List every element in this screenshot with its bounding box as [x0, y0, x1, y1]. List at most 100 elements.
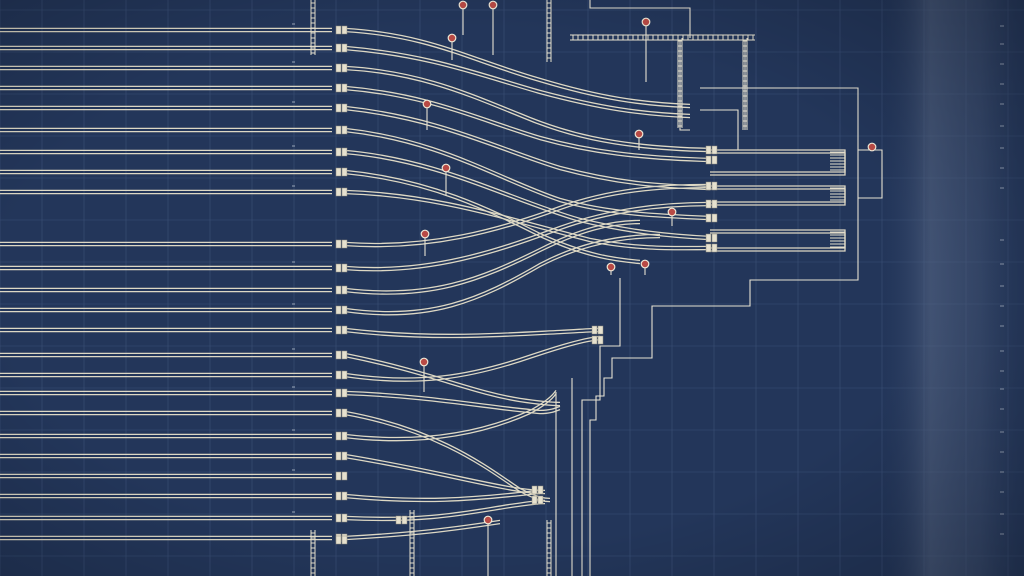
signal-head	[458, 0, 468, 10]
signal-head	[640, 259, 650, 269]
insulated-joint	[395, 515, 402, 525]
insulated-joint	[335, 350, 342, 360]
insulated-joint	[335, 491, 342, 501]
insulated-joint	[335, 103, 342, 113]
insulated-joint	[537, 495, 544, 505]
insulated-joint	[401, 515, 408, 525]
insulated-joint	[341, 167, 348, 177]
diverging-route	[344, 390, 561, 412]
wiring-layer	[555, 0, 883, 576]
signal-head	[488, 0, 498, 10]
signal-head	[641, 17, 651, 27]
insulated-joint	[341, 471, 348, 481]
insulated-joint	[335, 125, 342, 135]
insulated-joint	[335, 25, 342, 35]
insulated-joint	[335, 263, 342, 273]
signal-head	[867, 142, 877, 152]
signal-head	[483, 515, 493, 525]
insulated-joint	[341, 239, 348, 249]
diverging-route	[344, 410, 551, 500]
insulated-joint	[537, 485, 544, 495]
insulated-joint	[335, 63, 342, 73]
signal-head	[447, 33, 457, 43]
diverging-route	[344, 149, 711, 238]
insulated-joint	[335, 370, 342, 380]
wiring-line	[589, 0, 691, 38]
insulated-joint	[335, 408, 342, 418]
signal-head	[606, 262, 616, 272]
insulated-joint	[341, 305, 348, 315]
insulated-joint	[335, 305, 342, 315]
wiring-line	[858, 149, 883, 199]
insulated-joint	[335, 167, 342, 177]
insulated-joint	[341, 187, 348, 197]
signal-head	[667, 207, 677, 217]
insulated-joint	[705, 145, 712, 155]
insulated-joint	[341, 285, 348, 295]
signal-head	[420, 229, 430, 239]
insulated-joint	[341, 125, 348, 135]
diverging-route	[344, 108, 711, 191]
insulated-joint	[591, 335, 598, 345]
insulated-joint	[591, 325, 598, 335]
diverging-route	[344, 335, 601, 379]
insulated-joint	[531, 495, 538, 505]
diverging-route	[344, 130, 711, 221]
insulated-joint	[341, 513, 348, 523]
insulated-joint	[335, 187, 342, 197]
insulated-joint	[711, 145, 718, 155]
insulated-joint	[711, 181, 718, 191]
insulated-joint	[341, 431, 348, 441]
insulated-joint	[335, 535, 342, 545]
signal-head	[419, 357, 429, 367]
insulated-joint	[341, 103, 348, 113]
signal-head	[441, 163, 451, 173]
insulated-joint	[711, 243, 718, 253]
insulated-joint	[335, 325, 342, 335]
diverging-route	[344, 88, 711, 163]
diverging-route	[344, 222, 641, 295]
signal-head	[634, 129, 644, 139]
insulated-joint	[335, 147, 342, 157]
insulated-joint	[705, 199, 712, 209]
insulated-joint	[335, 451, 342, 461]
insulated-joint	[341, 83, 348, 93]
insulated-joint	[705, 181, 712, 191]
insulated-joint	[335, 471, 342, 481]
insulated-joint	[711, 155, 718, 165]
insulated-joint	[341, 535, 348, 545]
diverging-route	[344, 522, 501, 541]
diverging-route	[344, 390, 557, 439]
insulated-joint	[341, 491, 348, 501]
diverging-route	[344, 68, 711, 153]
insulated-joint	[705, 233, 712, 243]
insulated-joint	[341, 263, 348, 273]
insulated-joint	[341, 451, 348, 461]
signal-head	[422, 99, 432, 109]
insulated-joint	[335, 83, 342, 93]
insulated-joint	[341, 43, 348, 53]
insulated-joint	[341, 25, 348, 35]
track-layer	[0, 27, 846, 541]
diverging-route	[344, 499, 546, 518]
insulated-joint	[335, 431, 342, 441]
right-light-band	[880, 0, 1024, 576]
insulated-joint	[711, 233, 718, 243]
insulated-joint	[711, 213, 718, 223]
insulated-joint	[341, 388, 348, 398]
diverging-route	[344, 502, 546, 522]
ladder-layer	[310, 0, 845, 576]
insulated-joint	[705, 243, 712, 253]
insulated-joint	[335, 239, 342, 249]
insulated-joint	[335, 388, 342, 398]
insulated-joint	[335, 43, 342, 53]
insulated-joint	[597, 325, 604, 335]
insulated-joint	[341, 408, 348, 418]
insulated-joint	[335, 285, 342, 295]
insulated-joint	[711, 199, 718, 209]
insulated-joint	[341, 147, 348, 157]
insulated-joint	[335, 513, 342, 523]
insulated-joint	[531, 485, 538, 495]
insulated-joint	[341, 370, 348, 380]
